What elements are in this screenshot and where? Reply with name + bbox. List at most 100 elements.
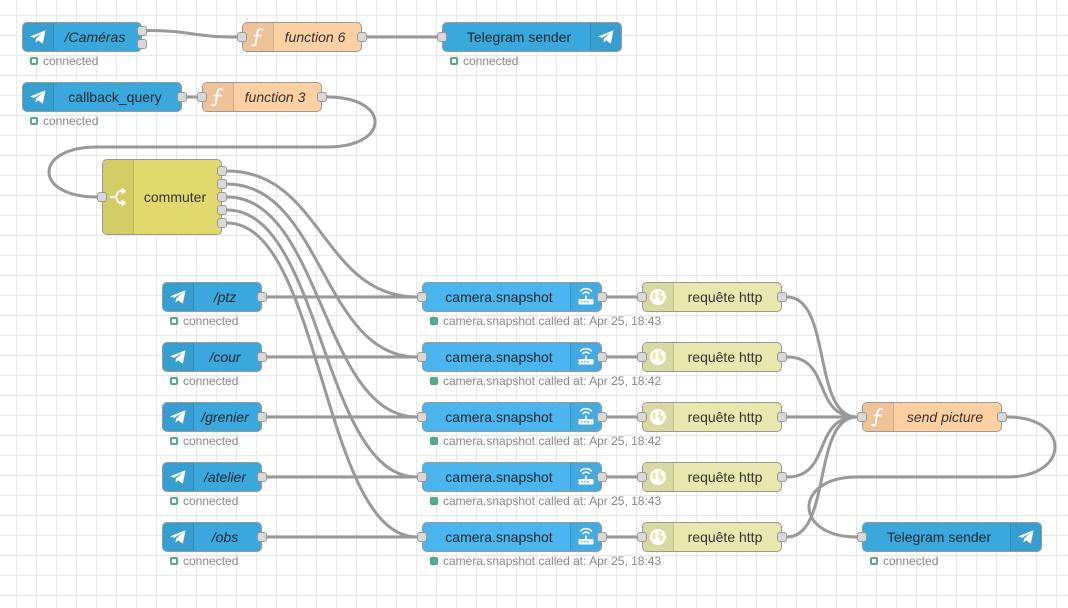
input-port[interactable] (417, 352, 427, 362)
wire-commuter-to-cam4[interactable] (226, 208, 418, 479)
wire-commuter-to-cam5[interactable] (226, 221, 418, 539)
output-port-5[interactable] (217, 218, 227, 228)
node-http4[interactable]: requête http (642, 462, 782, 492)
input-port[interactable] (417, 472, 427, 482)
wire-fn3-to-commuter[interactable] (47, 95, 377, 199)
node-obs[interactable]: /obs (162, 522, 262, 552)
node-fn3[interactable]: function 3 (202, 82, 322, 112)
wire-commuter-to-cam1[interactable] (226, 169, 418, 299)
input-port[interactable] (857, 412, 867, 422)
output-port-4[interactable] (217, 205, 227, 215)
status-text: camera.snapshot called at: Apr 25, 18:43 (443, 314, 662, 328)
wire-http5-to-sendpic[interactable] (786, 415, 858, 539)
node-cam1[interactable]: camera.snapshot (422, 282, 602, 312)
output-port[interactable] (597, 532, 607, 542)
wire-sendpic-to-tgsend2[interactable] (807, 415, 1057, 539)
telegram-icon (1010, 523, 1041, 551)
output-port-2[interactable] (137, 38, 147, 49)
function-icon (863, 403, 894, 431)
status-dot-icon (450, 57, 458, 65)
node-tgsend1[interactable]: Telegram sender (442, 22, 622, 52)
input-port[interactable] (857, 532, 867, 542)
node-cam3[interactable]: camera.snapshot (422, 402, 602, 432)
output-port[interactable] (777, 292, 787, 302)
node-commuter[interactable]: commuter (102, 159, 222, 235)
globe-icon (643, 283, 674, 311)
input-port[interactable] (417, 532, 427, 542)
node-status: connected (450, 54, 518, 68)
node-sendpic[interactable]: send picture (862, 402, 1002, 432)
telegram-icon (163, 403, 194, 431)
input-port[interactable] (637, 352, 647, 362)
output-port[interactable] (777, 532, 787, 542)
output-port[interactable] (357, 32, 367, 42)
node-label: requête http (687, 469, 763, 485)
node-grenier[interactable]: /grenier (162, 402, 262, 432)
output-port[interactable] (777, 412, 787, 422)
node-cour[interactable]: /cour (162, 342, 262, 372)
switch-icon (103, 160, 134, 234)
node-ptz[interactable]: /ptz (162, 282, 262, 312)
wire-cameras-to-fn6[interactable] (146, 29, 238, 39)
node-status: connected (170, 554, 238, 568)
output-port[interactable] (777, 472, 787, 482)
input-port[interactable] (637, 472, 647, 482)
output-port[interactable] (257, 532, 267, 542)
input-port[interactable] (197, 92, 207, 102)
node-fn6[interactable]: function 6 (242, 22, 362, 52)
node-cam2[interactable]: camera.snapshot (422, 342, 602, 372)
wire-commuter-to-cam3[interactable] (226, 195, 418, 419)
node-cam5[interactable]: camera.snapshot (422, 522, 602, 552)
node-cameras[interactable]: /Caméras (22, 22, 142, 52)
output-port[interactable] (597, 412, 607, 422)
output-port-3[interactable] (217, 192, 227, 202)
input-port[interactable] (637, 292, 647, 302)
node-label: callback_query (68, 89, 162, 105)
node-http2[interactable]: requête http (642, 342, 782, 372)
node-label: /atelier (203, 469, 247, 485)
node-tgsend2[interactable]: Telegram sender (862, 522, 1042, 552)
output-port[interactable] (597, 352, 607, 362)
node-label: requête http (687, 289, 763, 305)
node-http3[interactable]: requête http (642, 402, 782, 432)
output-port-2[interactable] (217, 179, 227, 189)
status-dot-icon (430, 497, 438, 505)
node-status: camera.snapshot called at: Apr 25, 18:42 (430, 434, 661, 448)
node-status: camera.snapshot called at: Apr 25, 18:43 (430, 314, 661, 328)
output-port[interactable] (257, 412, 267, 422)
status-dot-icon (430, 317, 438, 325)
output-port[interactable] (257, 352, 267, 362)
node-status: connected (170, 314, 238, 328)
output-port[interactable] (317, 92, 327, 102)
node-label: requête http (687, 529, 763, 545)
input-port[interactable] (97, 192, 107, 202)
input-port[interactable] (237, 32, 247, 42)
output-port[interactable] (597, 472, 607, 482)
status-dot-icon (170, 437, 178, 445)
node-atelier[interactable]: /atelier (162, 462, 262, 492)
output-port[interactable] (597, 292, 607, 302)
node-label: /Caméras (64, 29, 126, 45)
input-port[interactable] (417, 292, 427, 302)
globe-icon (643, 403, 674, 431)
input-port[interactable] (637, 532, 647, 542)
wire-commuter-to-cam2[interactable] (226, 182, 418, 359)
status-text: camera.snapshot called at: Apr 25, 18:42 (443, 434, 662, 448)
wire-http1-to-sendpic[interactable] (786, 295, 858, 419)
output-port[interactable] (257, 472, 267, 482)
output-port[interactable] (177, 92, 187, 102)
output-port[interactable] (257, 292, 267, 302)
output-port-1[interactable] (137, 25, 147, 36)
wire-http2-to-sendpic[interactable] (786, 355, 858, 419)
node-cam4[interactable]: camera.snapshot (422, 462, 602, 492)
output-port[interactable] (997, 412, 1007, 422)
output-port[interactable] (777, 352, 787, 362)
output-port-1[interactable] (217, 166, 227, 176)
input-port[interactable] (437, 32, 447, 42)
input-port[interactable] (637, 412, 647, 422)
node-callback[interactable]: callback_query (22, 82, 182, 112)
node-http1[interactable]: requête http (642, 282, 782, 312)
wire-http4-to-sendpic[interactable] (786, 415, 858, 479)
node-http5[interactable]: requête http (642, 522, 782, 552)
input-port[interactable] (417, 412, 427, 422)
